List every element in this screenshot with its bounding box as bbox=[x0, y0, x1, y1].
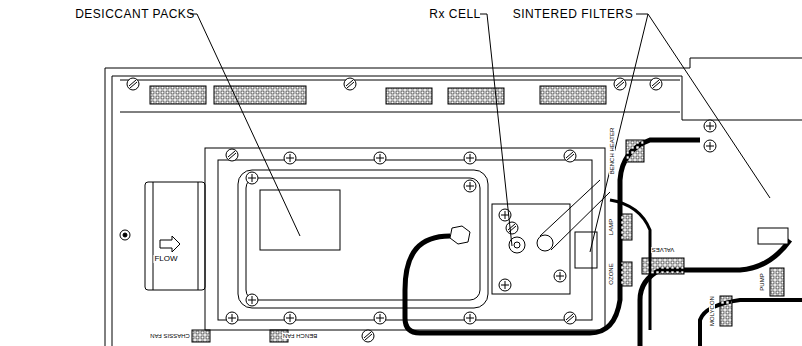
desiccant-pack bbox=[260, 190, 340, 250]
part-label: CHASSIS FAN bbox=[149, 333, 191, 339]
fan-housing bbox=[145, 182, 205, 290]
cable bbox=[405, 140, 700, 333]
cable bbox=[700, 300, 802, 346]
cable-fitting bbox=[450, 226, 470, 244]
leader-line bbox=[590, 14, 770, 252]
callout-label: SINTERED FILTERS bbox=[513, 8, 633, 20]
leader-line bbox=[190, 14, 300, 236]
mount-hole bbox=[120, 230, 130, 240]
part-label: VALVES bbox=[651, 247, 675, 253]
cable bbox=[640, 240, 790, 346]
part-label: MOLYCON bbox=[709, 295, 715, 327]
board-edge bbox=[105, 58, 802, 346]
part-label: BENCH FAN bbox=[282, 333, 318, 339]
connector-strip bbox=[120, 80, 680, 112]
part-label: FLOW bbox=[153, 255, 178, 263]
flow-arrow bbox=[160, 236, 180, 252]
callout-label: Rx CELL bbox=[429, 8, 481, 20]
part-label: LAMP bbox=[608, 218, 614, 236]
desiccant-housing bbox=[238, 170, 488, 308]
callout-label: DESICCANT PACKS bbox=[75, 8, 195, 20]
board-inner-edge bbox=[112, 76, 802, 346]
part-label: BENCH HEATER bbox=[609, 127, 615, 176]
header-connectors bbox=[150, 86, 606, 104]
leader-line bbox=[480, 14, 512, 246]
part-label: OZONE bbox=[608, 262, 614, 285]
part-label: PUMP bbox=[759, 272, 765, 291]
rx-cell bbox=[492, 204, 570, 294]
board-connectors bbox=[192, 140, 788, 342]
frame-screws bbox=[226, 149, 576, 324]
